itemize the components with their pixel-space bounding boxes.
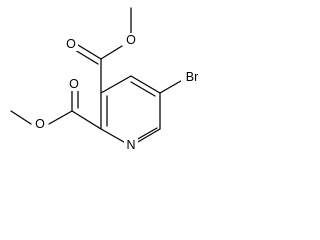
ring-nitrogen-label: N [126, 138, 135, 152]
bond-carbonyl-left-o-single [48, 110, 73, 125]
ester-oxygen-left-label: O [35, 117, 45, 131]
carbonyl-oxygen-left-label: O [69, 77, 79, 91]
bond-ring-n-c6-inner [135, 127, 158, 141]
bond-ring-c5-c4 [130, 75, 161, 94]
ester-oxygen-top-bg [124, 33, 138, 47]
bond-ester-left-methyl [10, 110, 32, 125]
structure-canvas: N Br O O O O [0, 0, 235, 155]
bond-carbonyl-top-o-double-b [74, 49, 99, 65]
carbonyl-oxygen-left-bg [67, 77, 81, 91]
bond-carbonyl-top-o-double-a [77, 44, 102, 60]
bromine-label: Br [186, 70, 199, 84]
ester-oxygen-left-bg [33, 117, 47, 131]
bond-ring-c4-c3 [100, 75, 132, 94]
ester-oxygen-top-label: O [126, 33, 136, 47]
bond-ring-c5-c4-inner [130, 81, 156, 97]
carbonyl-oxygen-top-label: O [66, 37, 76, 51]
carbonyl-oxygen-top-bg [64, 37, 78, 51]
bond-c2-carbonyl-left [71, 110, 102, 130]
bond-carbonyl-top-o-single [100, 45, 123, 60]
bromine-bg [181, 69, 203, 85]
molecule-diagram: N Br O O O O [10, 7, 203, 152]
ring-nitrogen-bg [124, 138, 138, 152]
